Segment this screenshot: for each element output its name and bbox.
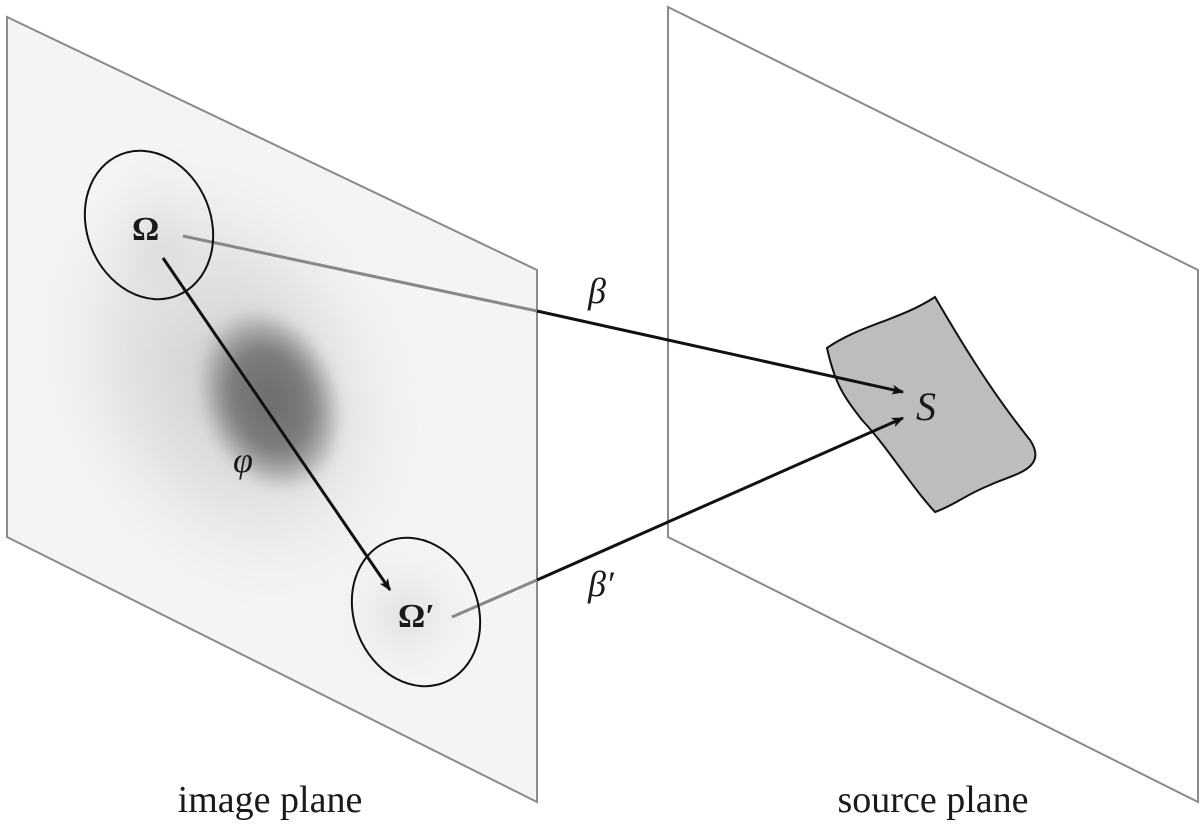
beta-arrow <box>536 309 904 395</box>
source-plane <box>667 5 1199 804</box>
image-plane <box>6 15 538 804</box>
image-plane-border <box>6 15 538 804</box>
omega-prime-aperture <box>350 536 482 688</box>
image-plane-label: image plane <box>178 779 363 821</box>
source-region <box>825 295 1037 514</box>
source-plane-label: source plane <box>838 779 1029 821</box>
beta-label: β <box>587 271 606 311</box>
beta-prime-label: β′ <box>587 564 615 604</box>
lens-galaxy <box>23 143 475 685</box>
beta-prime-connector-faded <box>451 578 538 619</box>
omega-prime-label: Ω′ <box>398 598 435 635</box>
beta-prime-arrow <box>536 416 904 582</box>
source-label: S <box>916 384 936 429</box>
phi-arrow <box>161 257 392 591</box>
omega-aperture <box>83 149 215 301</box>
phi-label: φ <box>233 440 253 480</box>
omega-label: Ω <box>132 211 159 248</box>
galaxy-core <box>196 307 344 493</box>
beta-connector-faded <box>182 234 538 313</box>
